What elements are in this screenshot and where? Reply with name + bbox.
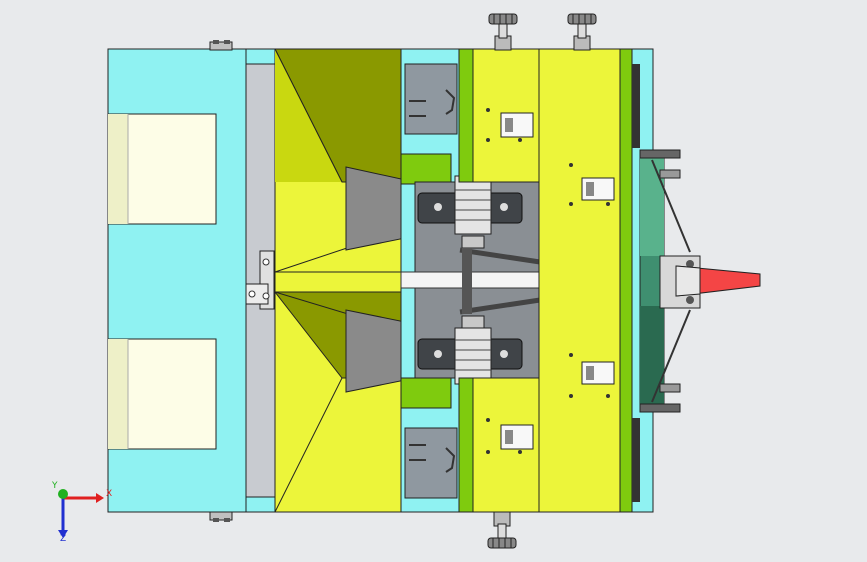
top-knob-right bbox=[567, 13, 597, 51]
z-axis-label: Z bbox=[60, 534, 66, 544]
y-axis-dot bbox=[58, 489, 68, 499]
upper-metering-roller bbox=[417, 175, 523, 249]
x-axis-label: X bbox=[106, 489, 112, 499]
left-frame bbox=[107, 40, 276, 522]
hitch-frame bbox=[639, 149, 691, 413]
hopper bbox=[273, 48, 402, 513]
top-knob-left bbox=[488, 13, 518, 51]
control-box-upper-right bbox=[569, 163, 615, 206]
tow-hitch bbox=[659, 255, 761, 309]
upper-seed-window bbox=[107, 113, 217, 225]
drive-shaft bbox=[400, 247, 542, 315]
lower-seed-window bbox=[107, 338, 217, 450]
bottom-knob bbox=[487, 511, 517, 549]
control-box-lower-right bbox=[569, 353, 615, 398]
right-body bbox=[458, 48, 654, 513]
control-box-upper-left bbox=[486, 108, 534, 142]
control-box-lower-left bbox=[486, 418, 534, 454]
coordinate-triad: X Y Z bbox=[51, 481, 112, 544]
y-axis-label: Y bbox=[51, 481, 58, 491]
center-clamp bbox=[245, 250, 275, 310]
